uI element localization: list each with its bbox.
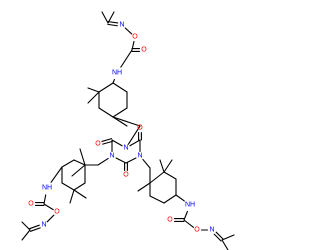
nitrogen-atom-label: N: [119, 22, 124, 29]
single-bond: [61, 182, 75, 191]
single-bond: [87, 91, 100, 104]
single-bond: [73, 159, 86, 166]
single-bond: [163, 159, 173, 173]
single-bond: [175, 194, 185, 202]
single-bond: [107, 11, 115, 24]
single-bond: [149, 171, 165, 184]
single-bond: [79, 148, 86, 166]
single-bond: [98, 82, 114, 93]
single-bond: [87, 87, 100, 93]
oxygen-atom-label: O: [132, 34, 138, 41]
oxygen-atom-label: O: [95, 141, 101, 148]
nitrogen-atom-label: N: [109, 153, 114, 160]
single-bond: [98, 107, 114, 118]
single-bond: [183, 210, 188, 221]
single-bond: [112, 116, 128, 127]
single-bond: [125, 157, 137, 164]
nitrogen-atom-label: N: [137, 153, 142, 160]
oxygen-atom-label: O: [167, 217, 173, 224]
single-bond: [97, 157, 109, 166]
oxygen-atom-label: O: [54, 209, 60, 216]
oxygen-atom-label: O: [123, 172, 129, 179]
single-bond: [221, 239, 229, 250]
nh-group-label: NH: [42, 185, 52, 192]
single-bond: [163, 171, 177, 180]
oxygen-atom-label: O: [137, 125, 143, 132]
single-bond: [137, 182, 151, 192]
oxygen-atom-label: O: [194, 227, 200, 234]
single-bond: [112, 78, 115, 84]
oxygen-atom-label: O: [28, 201, 34, 208]
single-bond: [115, 157, 127, 164]
double-bond: [213, 233, 222, 242]
double-bond: [107, 23, 118, 27]
single-bond: [71, 164, 86, 177]
single-bond: [21, 221, 31, 231]
double-bond: [101, 138, 113, 142]
single-bond: [129, 139, 141, 147]
nitrogen-atom-label: N: [123, 145, 128, 152]
single-bond: [101, 11, 109, 24]
single-bond: [69, 189, 75, 204]
single-bond: [120, 49, 133, 68]
single-bond: [61, 159, 75, 168]
single-bond: [124, 27, 133, 35]
single-bond: [183, 219, 194, 228]
single-bond: [159, 159, 165, 173]
double-bond: [107, 21, 119, 24]
double-bond: [215, 231, 224, 240]
single-bond: [111, 139, 123, 147]
nh-group-label: NH: [112, 70, 122, 77]
single-bond: [112, 82, 128, 93]
single-bond: [142, 158, 151, 169]
single-bond: [127, 125, 141, 145]
single-bond: [221, 234, 235, 241]
single-bond: [46, 214, 55, 223]
single-bond: [112, 107, 128, 118]
single-bond: [50, 166, 63, 183]
single-bond: [43, 203, 54, 211]
single-bond: [112, 116, 141, 127]
double-bond: [102, 140, 113, 145]
nitrogen-atom-label: N: [209, 227, 214, 234]
double-bond: [28, 224, 40, 230]
single-bond: [73, 189, 87, 199]
single-bond: [163, 194, 177, 204]
double-bond: [29, 227, 41, 232]
single-bond: [149, 195, 165, 204]
single-bond: [21, 229, 31, 241]
single-bond: [73, 182, 86, 191]
nh-group-label: NH: [185, 202, 195, 209]
nitrogen-atom-label: N: [41, 222, 46, 229]
oxygen-atom-label: O: [141, 47, 147, 54]
